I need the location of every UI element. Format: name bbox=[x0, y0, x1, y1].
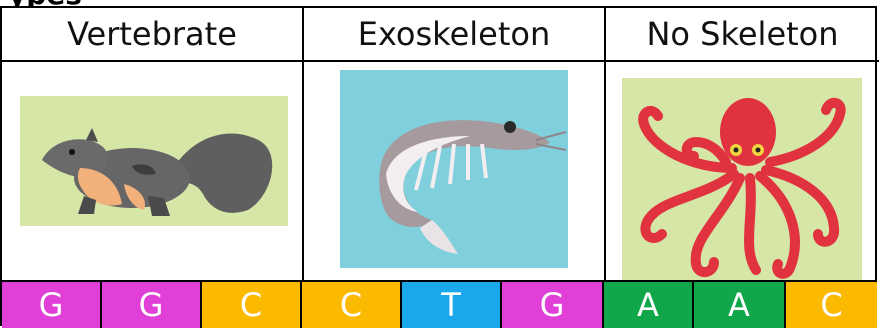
dna-base-row: G G C C T G A A C bbox=[2, 280, 877, 328]
column-exoskeleton: Exoskeleton bbox=[302, 8, 604, 324]
shrimp-illustration bbox=[304, 62, 604, 276]
column-no-skeleton: No Skeleton bbox=[604, 8, 879, 324]
cropped-title: ypes bbox=[0, 0, 879, 8]
octopus-illustration bbox=[606, 62, 879, 282]
classification-table: Vertebrate bbox=[0, 6, 879, 328]
base-cell: C bbox=[302, 282, 402, 328]
base-cell: T bbox=[402, 282, 502, 328]
base-cell: A bbox=[604, 282, 694, 328]
header-no-skeleton: No Skeleton bbox=[606, 8, 879, 62]
squirrel-illustration bbox=[2, 62, 302, 276]
base-cell: G bbox=[102, 282, 202, 328]
base-cell: G bbox=[502, 282, 604, 328]
base-cell: C bbox=[786, 282, 877, 328]
header-exoskeleton: Exoskeleton bbox=[304, 8, 604, 62]
base-cell: G bbox=[2, 282, 102, 328]
base-cell: A bbox=[694, 282, 786, 328]
cropped-title-text: ypes bbox=[8, 0, 82, 8]
base-cell: C bbox=[202, 282, 302, 328]
header-vertebrate: Vertebrate bbox=[2, 8, 302, 62]
column-vertebrate: Vertebrate bbox=[2, 8, 302, 324]
